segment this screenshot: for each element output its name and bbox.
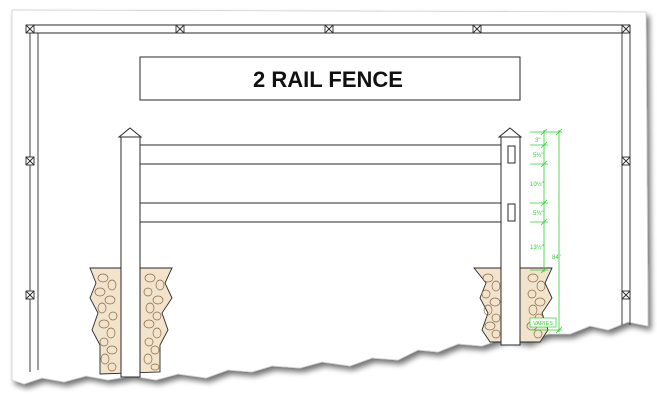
- dim-bottom-gap: 13½": [530, 244, 544, 251]
- border-marker-icon: [621, 24, 631, 34]
- dim-overall-height: 84": [552, 255, 561, 261]
- border-marker-icon: [472, 24, 482, 34]
- dim-rail-gap: 10½": [530, 181, 544, 188]
- bottom-rail: [139, 202, 502, 223]
- drawing-title: 2 RAIL FENCE: [253, 67, 403, 92]
- dim-post-top-gap: 3": [535, 138, 540, 144]
- border-marker-icon: [621, 156, 631, 166]
- footing-note-box: [529, 317, 557, 328]
- dimension-lines: [530, 128, 563, 334]
- border-marker-icon: [621, 290, 631, 300]
- top-rail: [139, 144, 502, 165]
- rail-mortise-bottom: [507, 203, 516, 222]
- border-marker-icon: [25, 156, 35, 166]
- post-left: [117, 127, 143, 378]
- dim-top-rail: 5½": [533, 152, 543, 159]
- dim-bottom-rail: 5½": [533, 210, 543, 217]
- border-marker-icon: [25, 290, 35, 300]
- border-markers: [25, 24, 631, 300]
- dimension-labels: 3" 5½" 10½" 5½" 13½" 84": [530, 138, 561, 261]
- border-marker-icon: [25, 24, 35, 34]
- border-marker-icon: [324, 24, 334, 34]
- border-marker-icon: [175, 24, 185, 34]
- title-box: [139, 56, 521, 101]
- post-right: [497, 127, 523, 346]
- rail-mortise-top: [507, 145, 516, 164]
- dim-footing: VARIES: [533, 321, 553, 327]
